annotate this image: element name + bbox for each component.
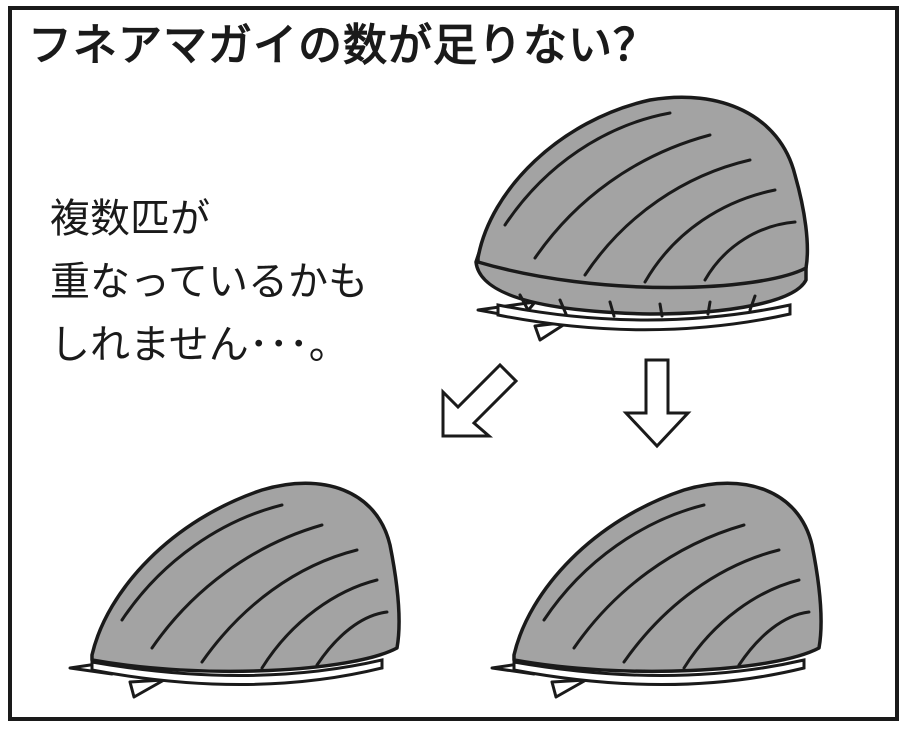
caption-line: 複数匹が bbox=[50, 196, 210, 242]
arrow-down-icon bbox=[622, 358, 692, 449]
arrow-down-left-icon bbox=[441, 362, 519, 438]
snail-left-icon bbox=[68, 481, 401, 699]
snail-right-icon bbox=[490, 481, 823, 699]
caption-line: しれません･･･。 bbox=[50, 322, 349, 368]
panel-title: フネアマガイの数が足りない？ bbox=[28, 20, 658, 71]
caption-line: 重なっているかも bbox=[50, 259, 368, 305]
caption-text: 複数匹が 重なっているかも しれません･･･。 bbox=[50, 188, 368, 377]
stacked-snails-icon bbox=[474, 95, 810, 342]
